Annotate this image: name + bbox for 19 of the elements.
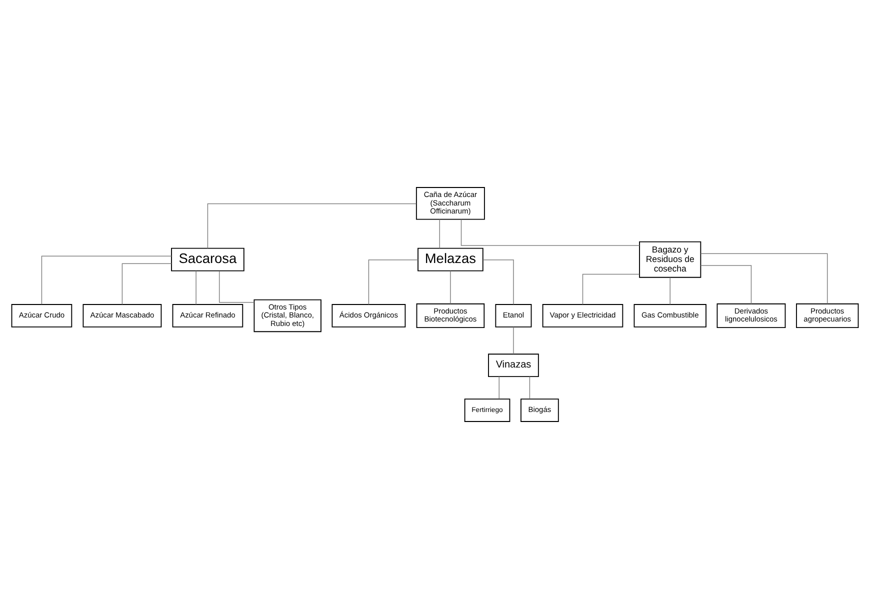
- connector: [529, 376, 530, 400]
- connector: [450, 270, 451, 304]
- connector: [122, 263, 172, 305]
- connector: [498, 376, 500, 400]
- connector: [700, 253, 828, 304]
- connector: [460, 218, 640, 246]
- connector: [368, 260, 418, 305]
- connector: [700, 265, 752, 304]
- connector: [582, 274, 640, 305]
- connector: [41, 256, 172, 305]
- node-box: Bagazo y Residuos de cosecha: [639, 241, 702, 278]
- node-box: Melazas: [418, 248, 484, 272]
- node-box: Sacarosa: [171, 248, 244, 272]
- connector: [439, 218, 440, 249]
- node-box: Vinazas: [488, 354, 539, 378]
- connector: [513, 326, 514, 354]
- connector: [218, 270, 254, 303]
- connector: [207, 203, 417, 249]
- connector: [482, 260, 514, 305]
